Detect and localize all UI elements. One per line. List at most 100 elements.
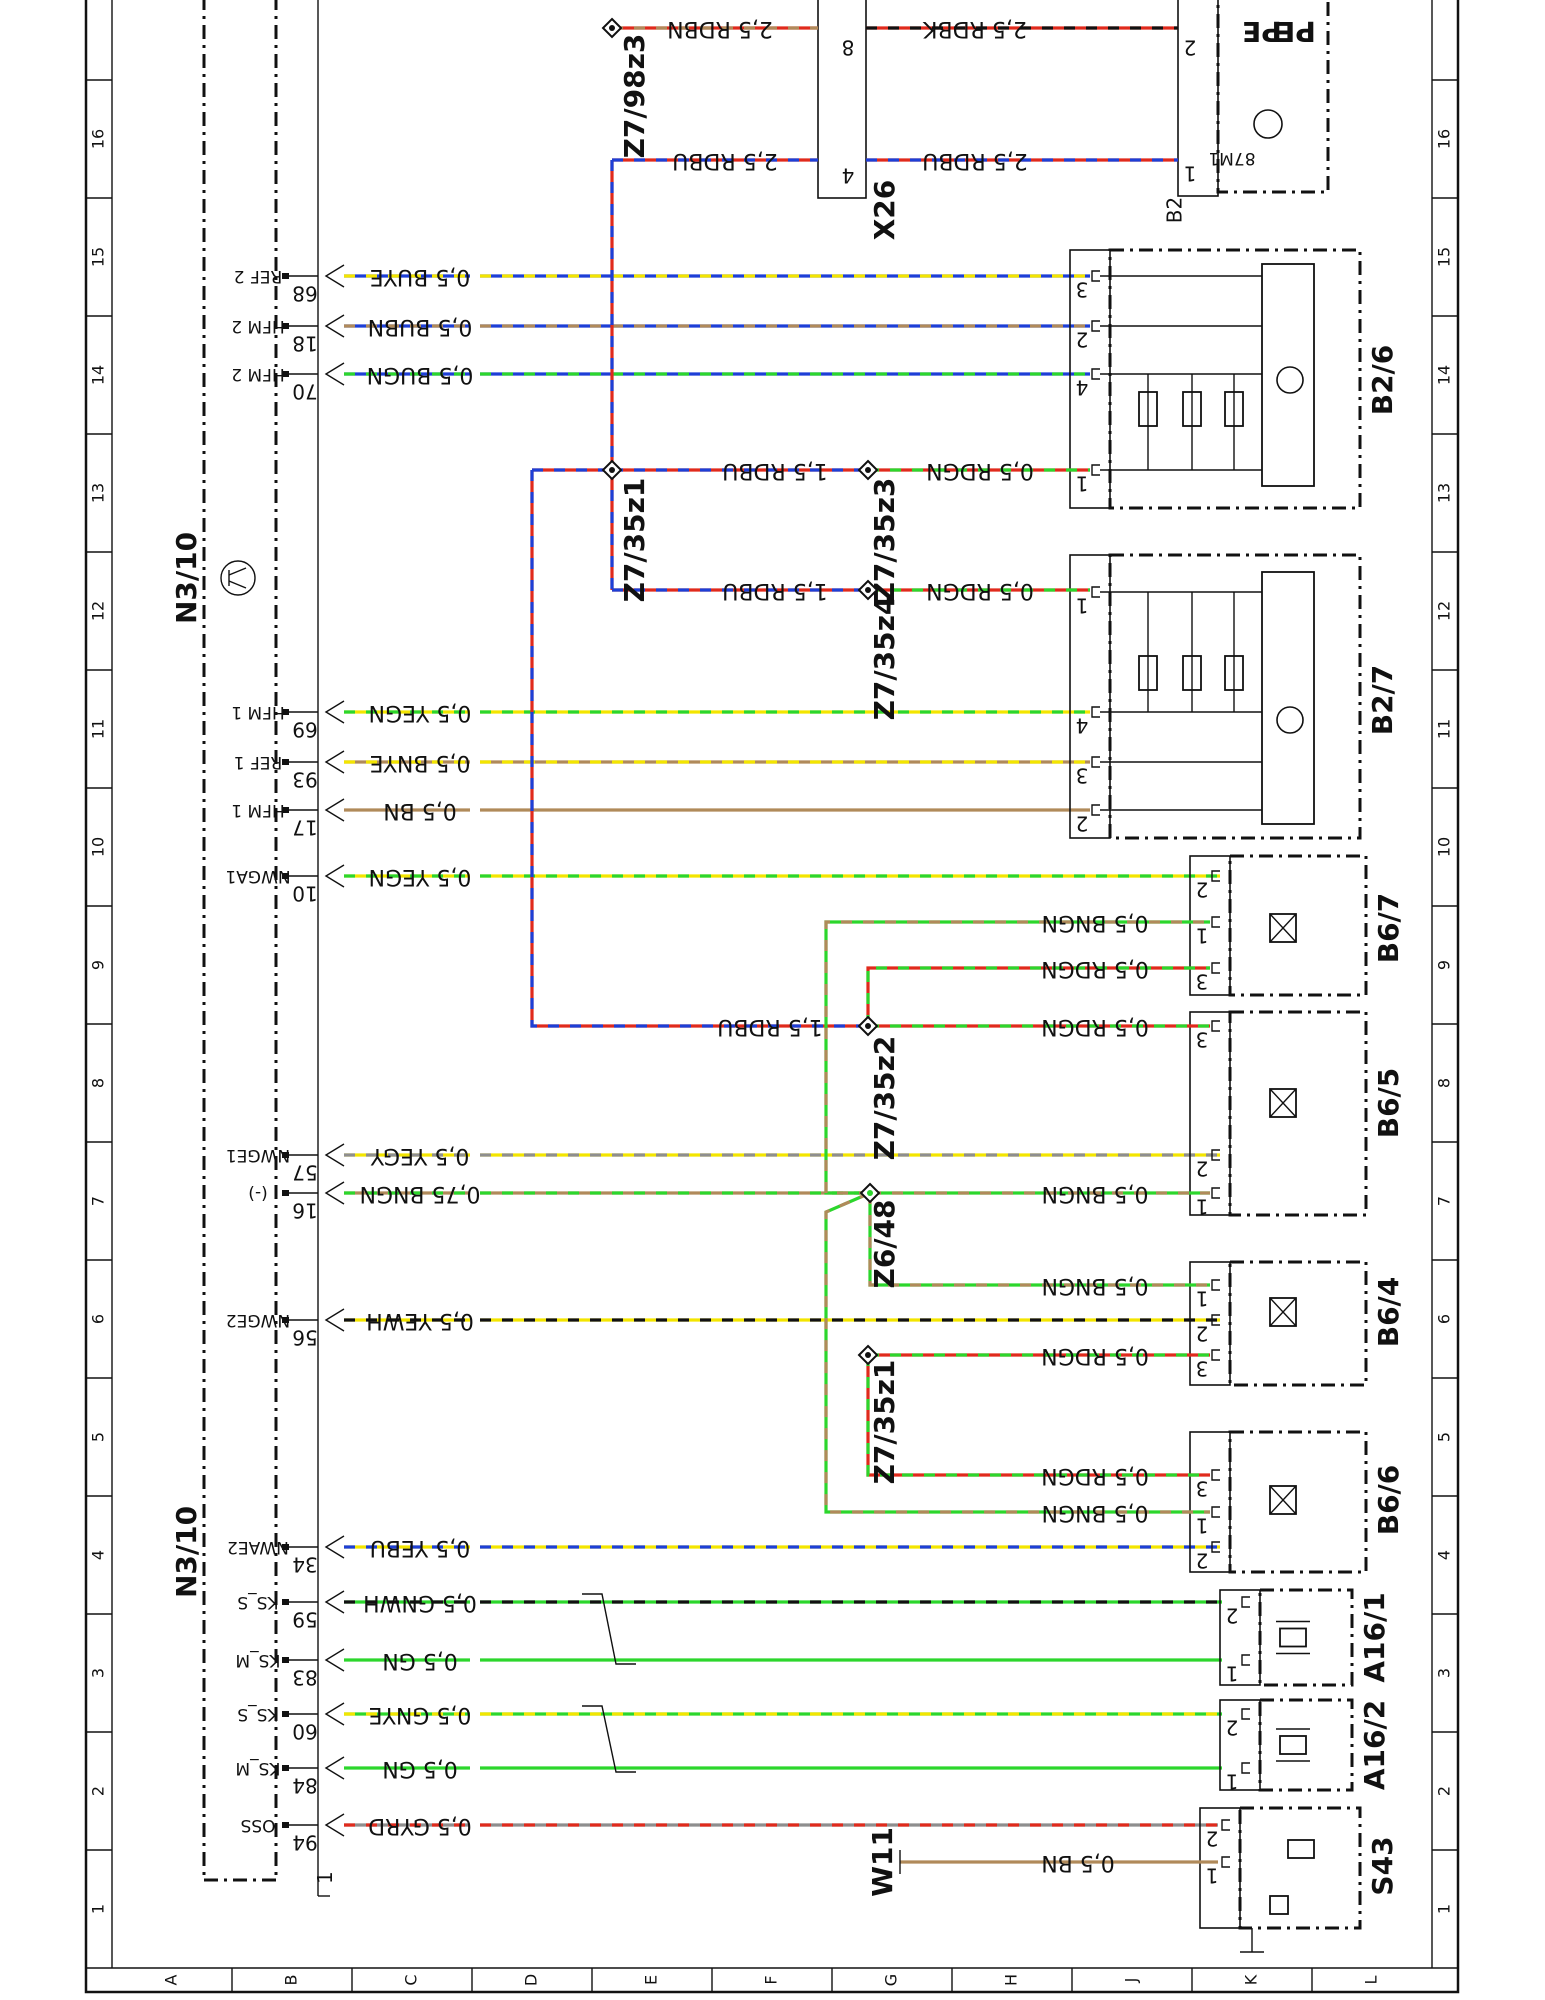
- splice-label-group: Z7/35z3: [868, 478, 901, 603]
- component-b6-7-pin-number-group: 3: [1196, 970, 1209, 994]
- pin-connector-chevron: [324, 1813, 345, 1837]
- splice-label: Z7/35z3: [868, 478, 901, 603]
- splice-label-group: Z7/35z1: [618, 478, 651, 603]
- wire-conductor-label-group: 0,5 GYRD: [368, 1813, 472, 1838]
- wire-conductor-label: 0,5 BUBN: [368, 314, 473, 339]
- pin-number-group: 57: [292, 1161, 317, 1185]
- wire-conductor-label-group: 0,5 YEGN: [369, 700, 472, 725]
- component-b6-4-pin-number-group: 1: [1196, 1287, 1209, 1311]
- component-b6-6-label-group: B6/6: [1372, 1465, 1405, 1536]
- component-b6-6-element-cross: [1269, 1485, 1297, 1515]
- module-label-upper-group: N3/10: [170, 532, 203, 624]
- pin-terminal: [282, 1544, 289, 1550]
- grid-row-number-right-group: 2: [1435, 1786, 1454, 1796]
- b2-pin-number-group: 2: [1184, 36, 1197, 60]
- s43-switch-element: [1287, 1839, 1315, 1859]
- grid-row-number-left: 6: [89, 1314, 108, 1324]
- b2-pe-label-group: PE: [1276, 15, 1316, 48]
- pin-terminal: [282, 1711, 289, 1717]
- grid-row-number-right-group: 14: [1435, 365, 1454, 385]
- pin-terminal: [282, 1765, 289, 1771]
- component-b6-7-pin-socket: [1211, 962, 1220, 974]
- grid-row-number-right-group: 4: [1435, 1550, 1454, 1560]
- component-b2-6-pin-socket: [1091, 320, 1100, 332]
- pin-signal-group: HFM 1: [231, 702, 284, 722]
- component-b6-5-pin-number-group: 1: [1196, 1195, 1209, 1219]
- grid-row-number-right-group: 8: [1435, 1078, 1454, 1088]
- x26-pin-number: 8: [842, 36, 855, 60]
- b2-housing: [1216, 0, 1330, 194]
- component-s43-pin-socket: [1221, 1856, 1230, 1868]
- b2-connector: [1177, 0, 1219, 197]
- label-rdgn-b66: 0,5 RDGN: [1041, 1463, 1149, 1488]
- pin-connector-chevron: [324, 1648, 345, 1672]
- grid-row-number-left-group: 3: [89, 1668, 108, 1678]
- pin-connector-chevron: [324, 798, 345, 822]
- module-extra-pin-group: 1: [313, 1871, 337, 1884]
- component-b6-4-pin-socket: [1211, 1314, 1220, 1326]
- label-rdgn-b67: 0,5 RDGN: [1041, 956, 1149, 981]
- wire-conductor-label: 0,5 BNYE: [370, 750, 471, 775]
- pin-terminal: [282, 709, 289, 715]
- component-b2-7-housing: [1108, 553, 1362, 840]
- label-rdgn-b64: 0,5 RDGN: [1041, 1343, 1149, 1368]
- grid-row-number-left: 5: [89, 1432, 108, 1442]
- component-b6-5-pin-socket: [1211, 1020, 1220, 1032]
- grid-row-number-right-group: 3: [1435, 1668, 1454, 1678]
- splice-label: Z7/35z2: [868, 1036, 901, 1161]
- drawing-frame: [84, 0, 1460, 1994]
- component-s43-pin-number: 2: [1206, 1827, 1219, 1851]
- pin-number: 69: [292, 718, 317, 742]
- component-b2-6-pin-socket: [1091, 368, 1100, 380]
- grid-row-number-left: 12: [89, 601, 108, 621]
- x26-label-group: X26: [868, 180, 901, 241]
- grid-row-number-right: 13: [1435, 483, 1454, 503]
- pin-number-group: 10: [292, 882, 317, 906]
- pin-number: 60: [292, 1720, 317, 1744]
- label-bngn-b67-group: 0,5 BNGN: [1041, 910, 1148, 935]
- component-b6-4-pin-number-group: 2: [1196, 1322, 1209, 1346]
- b2-label: B2: [1163, 197, 1187, 223]
- grid-row-number-left-group: 16: [89, 129, 108, 149]
- grid-row-number-right: 8: [1435, 1078, 1454, 1088]
- pin-signal: HFM 2: [231, 316, 284, 336]
- grid-row-number-left-group: 7: [89, 1196, 108, 1206]
- label-rdgn-b65-group: 0,5 RDGN: [1041, 1014, 1149, 1039]
- component-b6-7-pin-number: 2: [1196, 878, 1209, 902]
- pin-connector-chevron: [324, 1702, 345, 1726]
- shield-bracket: [582, 1593, 636, 1665]
- b2-pe-label: PE: [1276, 15, 1316, 48]
- label-rdgn-b64-group: 0,5 RDGN: [1041, 1343, 1149, 1368]
- wire-bngn-b6-4: [868, 1193, 1210, 1287]
- component-b6-5-housing: [1228, 1010, 1368, 1217]
- wire-conductor-label: 0,5 GN: [382, 1756, 458, 1781]
- component-b6-5-pin-number-group: 3: [1196, 1028, 1209, 1052]
- b2-pe-label-group: PE: [1242, 15, 1282, 48]
- wire-conductor-label: 0,75 BNGN: [359, 1181, 480, 1206]
- pin-signal: NWAE2: [227, 1537, 289, 1557]
- b2-pe-label: PE: [1242, 15, 1282, 48]
- component-s43-pin-socket: [1221, 1819, 1230, 1831]
- splice-label: Z7/35z1: [618, 478, 651, 603]
- component-b2-7-pin-number: 3: [1076, 764, 1089, 788]
- pin-terminal: [282, 807, 289, 813]
- grid-row-number-left: 9: [89, 960, 108, 970]
- grid-row-number-left-group: 14: [89, 365, 108, 385]
- component-s43-label-group: S43: [1366, 1836, 1399, 1895]
- transistor-icon-b2-6: [1276, 366, 1304, 394]
- component-b6-5-label-group: B6/5: [1372, 1068, 1405, 1139]
- component-s43-housing: [1238, 1806, 1362, 1930]
- grid-row-number-right-group: 13: [1435, 483, 1454, 503]
- component-a16-1-pin-socket: [1241, 1596, 1250, 1608]
- pin-signal: KS_S: [237, 1704, 278, 1724]
- wire-conductor-label: 0,5 YEBU: [370, 1535, 471, 1560]
- label-w11: W11: [866, 1827, 899, 1897]
- grid-col-letter-group: C: [402, 1974, 421, 1985]
- label-rdgn-b-group: 0,5 RDGN: [926, 578, 1034, 603]
- wire-conductor-label-group: 0,5 BUBN: [368, 314, 473, 339]
